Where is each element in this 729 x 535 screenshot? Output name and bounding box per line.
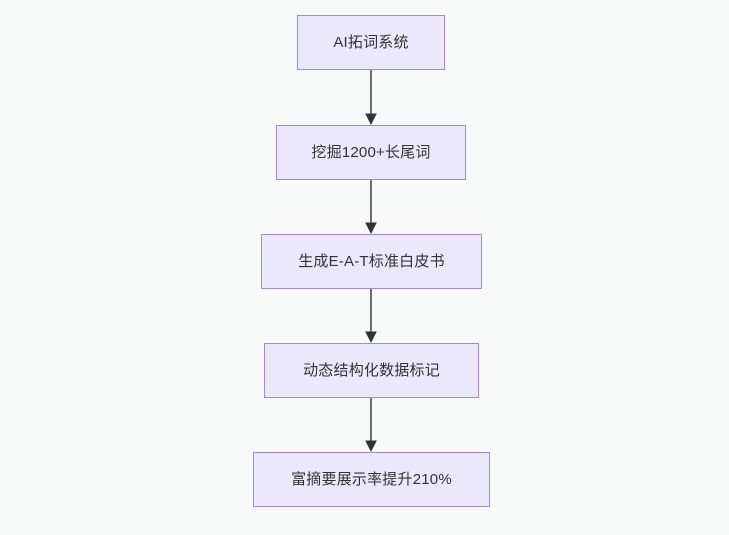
flowchart-node-mine-longtail-keywords[interactable]: 挖掘1200+长尾词 (276, 125, 466, 180)
flowchart-node-rich-snippet-rate-increase[interactable]: 富摘要展示率提升210% (253, 452, 490, 507)
edge-n3-n4 (365, 289, 377, 343)
flowchart-node-dynamic-structured-data-markup[interactable]: 动态结构化数据标记 (264, 343, 479, 398)
node-label: 挖掘1200+长尾词 (311, 144, 431, 161)
edge-n2-n3 (365, 180, 377, 234)
flowchart-node-ai-keyword-system[interactable]: AI拓词系统 (297, 15, 445, 70)
node-label: 富摘要展示率提升210% (291, 471, 452, 488)
node-label: AI拓词系统 (333, 34, 409, 51)
node-label: 动态结构化数据标记 (303, 362, 440, 379)
edge-n1-n2 (365, 70, 377, 125)
flowchart-node-generate-eat-whitepaper[interactable]: 生成E-A-T标准白皮书 (261, 234, 482, 289)
node-label: 生成E-A-T标准白皮书 (298, 253, 445, 270)
edge-n4-n5 (365, 398, 377, 452)
